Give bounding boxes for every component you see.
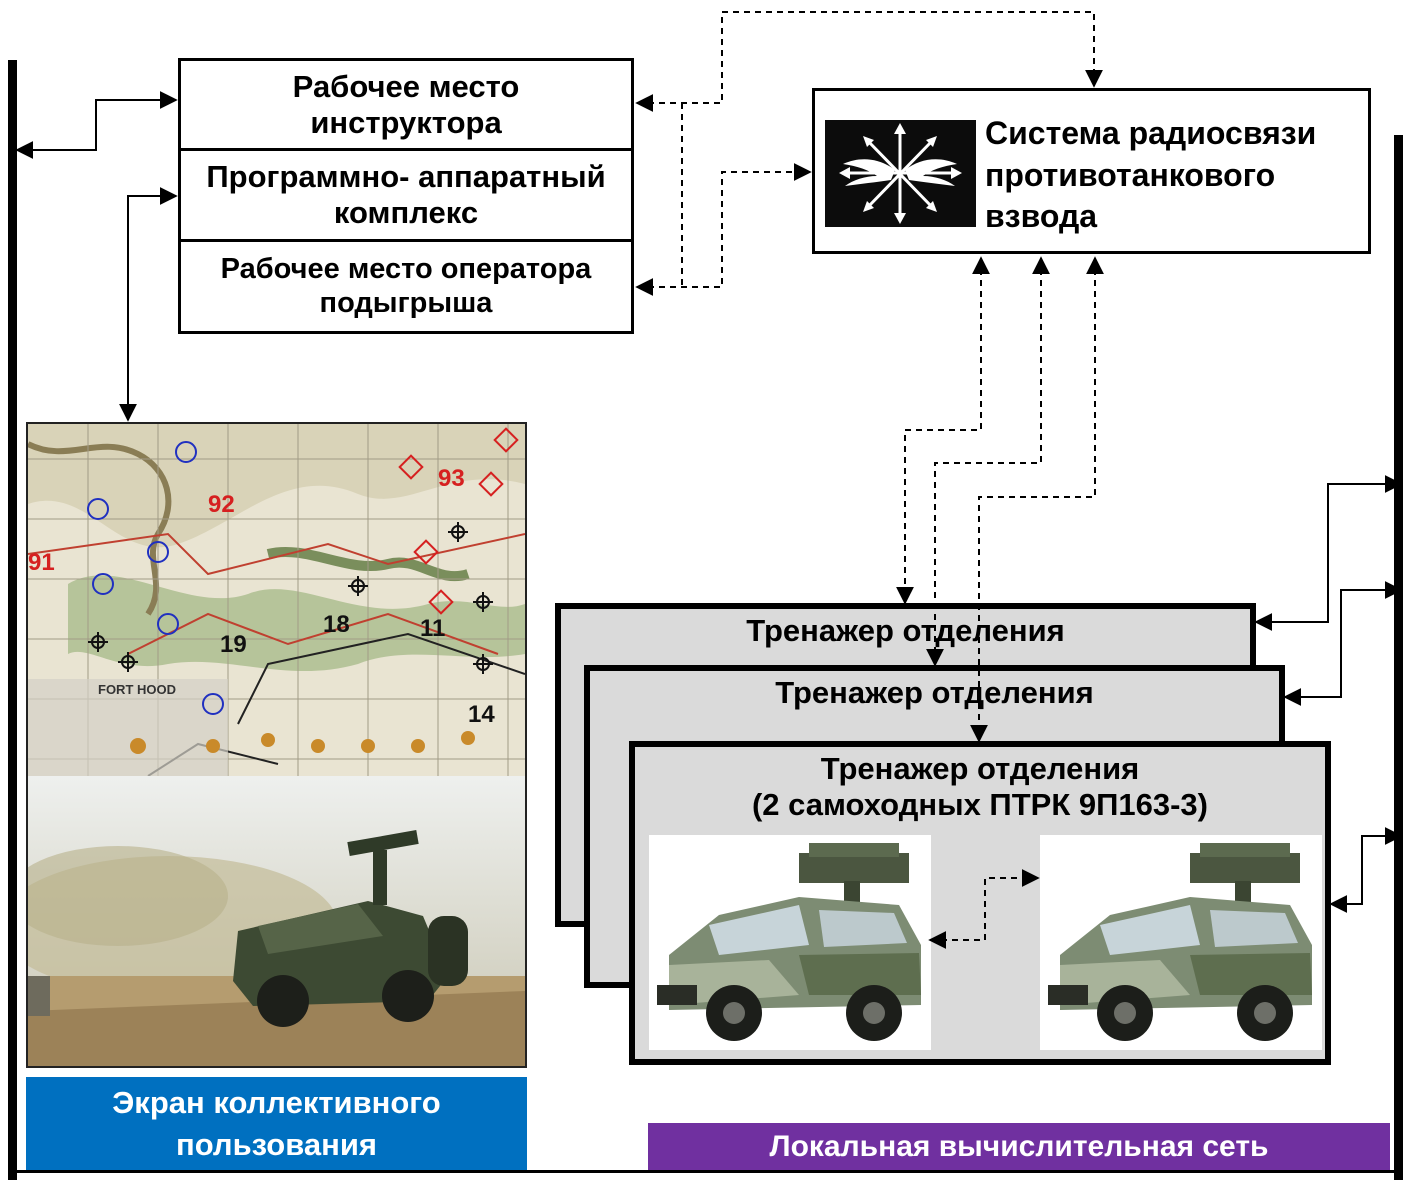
operator-workplace-box: Рабочее место оператора подыгрыша (178, 239, 634, 334)
connector-trainer3-lan (1329, 827, 1403, 913)
squad-trainer-title: Тренажер отделения (820, 751, 1140, 786)
map-region-label: 19 (220, 631, 247, 658)
connector-complex-screen (119, 187, 178, 422)
collective-screen-banner-label: Экран коллективного пользования (112, 1084, 441, 1162)
instructor-workplace-box: Рабочее место инструктора (178, 58, 634, 151)
map-region-label: 18 (323, 611, 350, 638)
map-place-label: FORT HOOD (98, 682, 176, 697)
squad-trainer-title: Тренажер отделения (775, 675, 1094, 710)
lan-banner-label: Локальная вычислительная сеть (769, 1129, 1269, 1163)
radio-system-label: Система радиосвязи противотанкового взво… (985, 115, 1317, 235)
vehicle-firing-photo (28, 776, 525, 1066)
map-region-label: 93 (438, 465, 465, 492)
connector-left-bus-instructor (15, 91, 178, 159)
hardware-software-complex-box: Программно- аппаратный комплекс (178, 148, 634, 242)
lan-banner: Локальная вычислительная сеть (648, 1123, 1390, 1170)
radio-communication-emblem-icon (825, 120, 976, 227)
map-region-label: 91 (28, 549, 55, 576)
map-region-label: 11 (420, 615, 445, 642)
atgm-vehicle-image-right (1040, 835, 1322, 1050)
bottom-bus-line (8, 1170, 1403, 1173)
hardware-software-complex-label: Программно- аппаратный комплекс (206, 159, 606, 230)
operator-workplace-label: Рабочее место оператора подыгрыша (220, 253, 592, 319)
connector-trainer2-lan (1283, 581, 1403, 706)
squad-trainer-3: Тренажер отделения (2 самоходных ПТРК 9П… (629, 741, 1331, 1065)
connector-trainer1-lan (1254, 475, 1403, 631)
squad-trainer-subtitle: (2 самоходных ПТРК 9П163-3) (751, 787, 1208, 822)
map-region-label: 14 (468, 701, 495, 728)
left-bus-line (8, 60, 17, 1180)
launcher-vehicle (233, 830, 468, 1027)
dashed-operator-radio (635, 163, 812, 296)
right-bus-line (1394, 135, 1403, 1180)
atgm-vehicle-image-left (649, 835, 931, 1050)
dashed-radio-trainer1 (896, 256, 990, 605)
map-region-label: 92 (208, 491, 235, 518)
collective-screen: 91 92 93 19 18 11 14 FORT HOOD (26, 422, 527, 1068)
collective-screen-banner: Экран коллективного пользования (26, 1077, 527, 1170)
tactical-map: 91 92 93 19 18 11 14 FORT HOOD (28, 424, 525, 776)
radio-system-box: Система радиосвязи противотанкового взво… (812, 88, 1371, 254)
squad-trainer-title: Тренажер отделения (746, 613, 1065, 648)
instructor-workplace-label: Рабочее место инструктора (292, 68, 520, 140)
